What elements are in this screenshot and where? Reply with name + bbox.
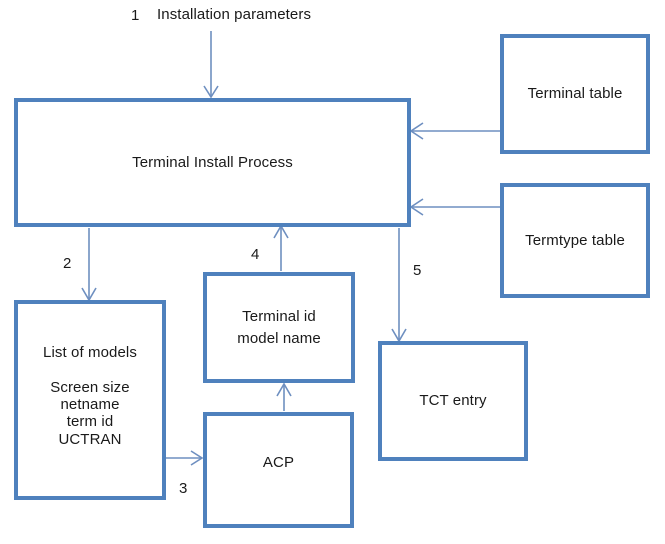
connector-process-to-list-of-models <box>81 228 97 302</box>
connector-terminal-id-to-process <box>273 224 289 271</box>
node-acp[interactable]: ACP <box>203 412 354 528</box>
node-terminal-table[interactable]: Terminal table <box>500 34 650 154</box>
edge-number-4: 4 <box>251 246 260 263</box>
connector-termtype-table-to-process <box>409 198 500 216</box>
node-terminal-id-model-name-label: Terminal id model name <box>237 307 321 347</box>
node-terminal-id-model-name[interactable]: Terminal id model name <box>203 272 355 383</box>
node-terminal-install-process[interactable]: Terminal Install Process <box>14 98 411 227</box>
connector-terminal-table-to-process <box>409 122 500 140</box>
installation-parameters-label: Installation parameters <box>157 6 312 23</box>
node-termtype-table[interactable]: Termtype table <box>500 183 650 298</box>
node-termtype-table-label: Termtype table <box>525 231 625 249</box>
node-tct-entry[interactable]: TCT entry <box>378 341 528 461</box>
node-acp-label: ACP <box>262 454 295 472</box>
connector-list-of-models-to-acp <box>166 450 204 466</box>
connector-acp-to-terminal-id <box>276 382 292 411</box>
node-list-of-models-label: List of models Screen size netname term … <box>43 344 137 448</box>
edge-number-1: 1 <box>131 7 140 24</box>
connector-installation-parameters <box>203 31 219 99</box>
connector-process-to-tct-entry <box>391 228 407 343</box>
node-terminal-table-label: Terminal table <box>527 85 623 103</box>
edge-number-5: 5 <box>413 262 422 279</box>
edge-number-3: 3 <box>179 480 188 497</box>
edge-number-2: 2 <box>63 255 72 272</box>
node-list-of-models[interactable]: List of models Screen size netname term … <box>14 300 166 500</box>
node-terminal-install-process-label: Terminal Install Process <box>132 153 293 171</box>
node-tct-entry-label: TCT entry <box>419 392 487 410</box>
